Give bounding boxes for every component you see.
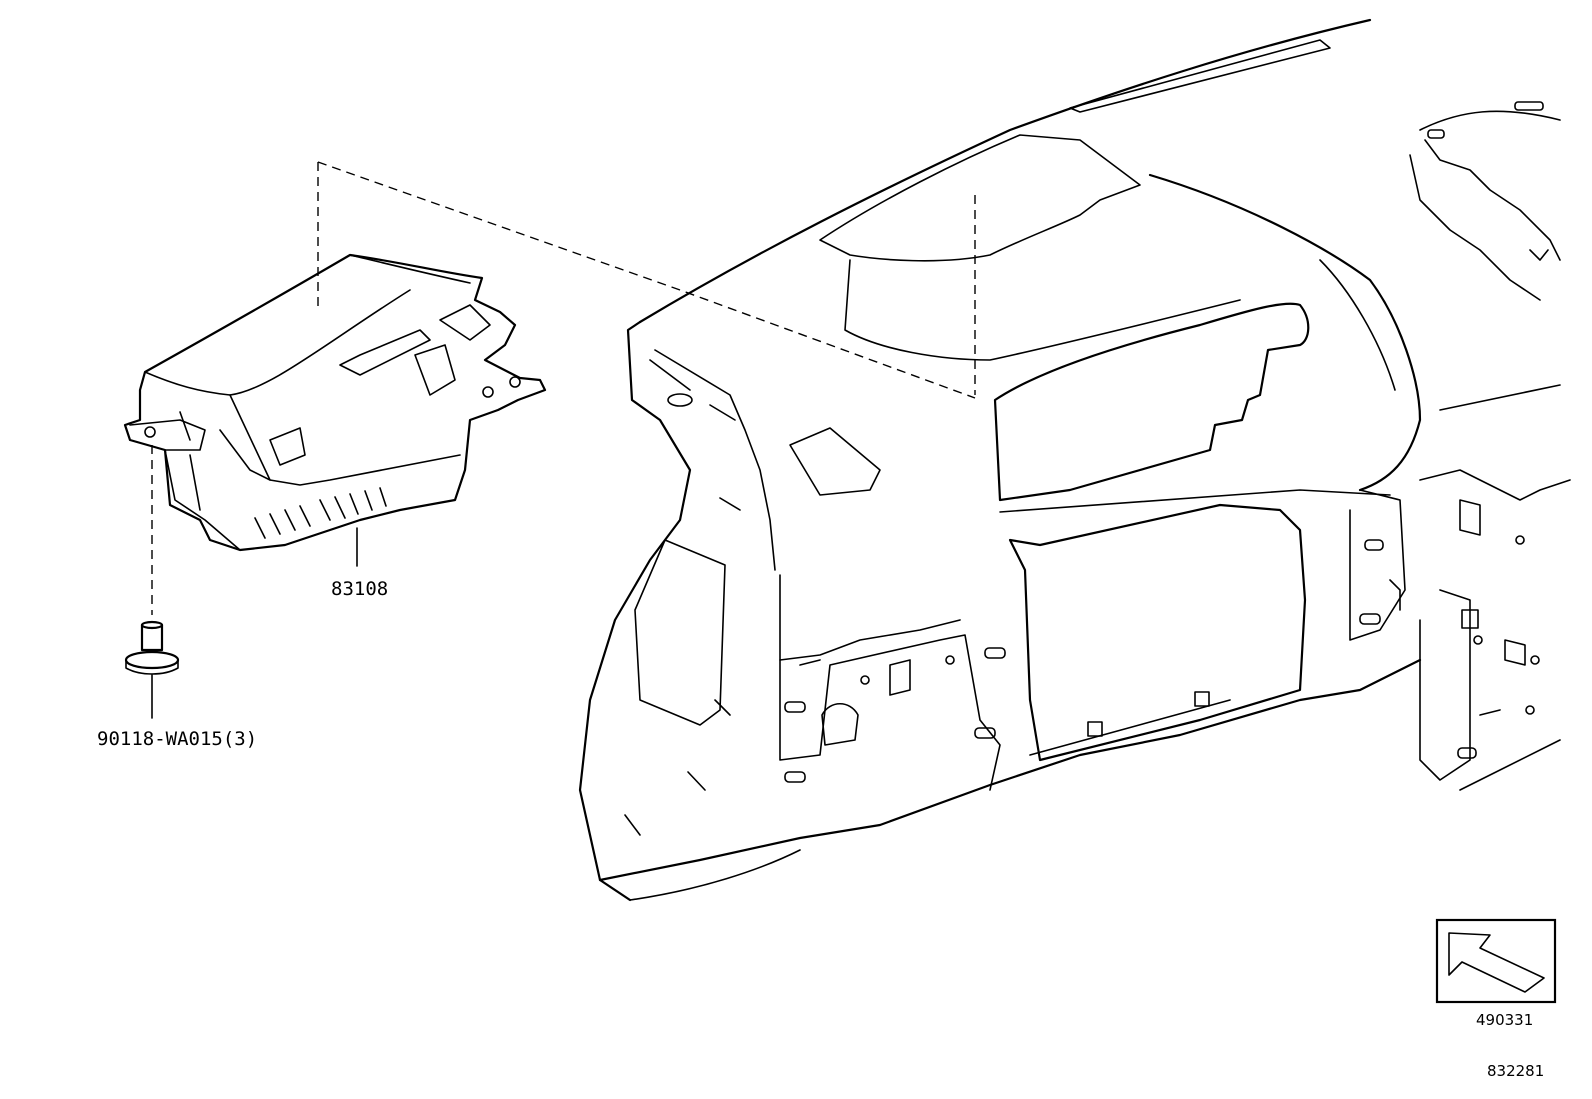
screw-90118-drawing	[124, 620, 180, 719]
view-code-label: 490331	[1476, 1011, 1534, 1029]
direction-arrow-icon	[1435, 918, 1557, 1004]
part-number-83108: 83108	[331, 578, 389, 600]
module-83108-drawing	[123, 253, 547, 552]
assembly-guide-lines	[151, 161, 976, 615]
instrument-panel-drawing	[578, 18, 1571, 902]
diagram-code-label: 832281	[1487, 1062, 1545, 1080]
part-number-90118: 90118-WA015(3)	[97, 728, 258, 750]
